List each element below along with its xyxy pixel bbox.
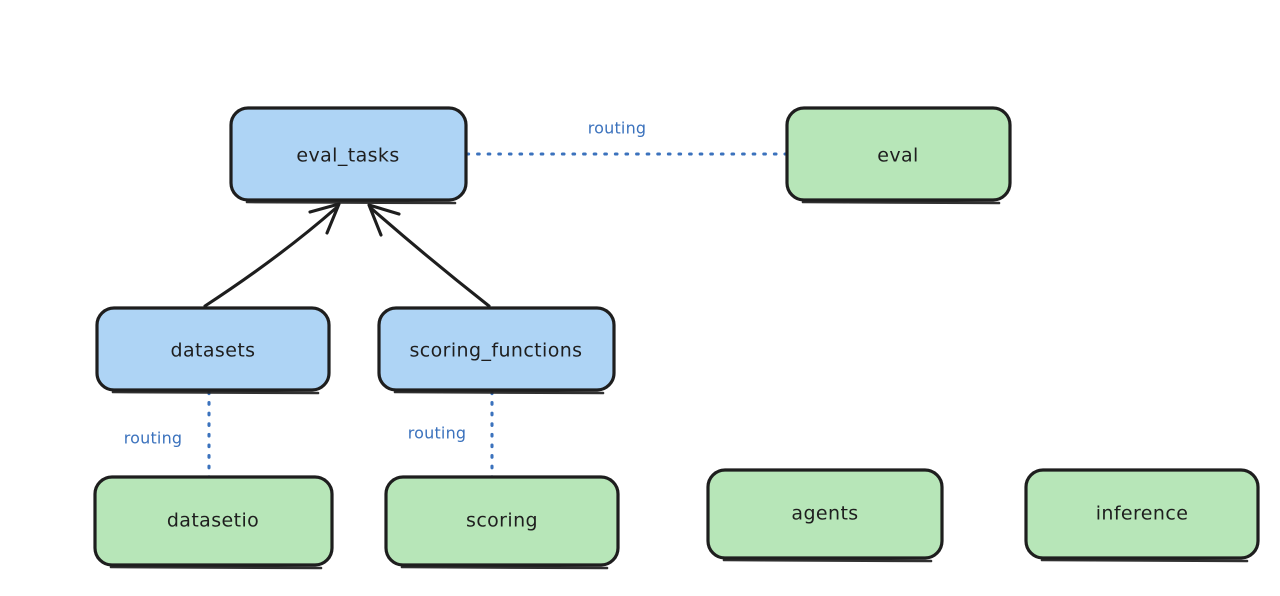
node-inference-shadow — [1040, 558, 1249, 563]
node-eval-shadow — [801, 200, 1001, 205]
node-datasetio-shadow — [109, 565, 323, 570]
edge-datasetio-to-eval-arrowhead — [871, 84, 887, 104]
node-inference-box — [1024, 468, 1260, 560]
node-datasets-shadow — [111, 390, 320, 395]
edge-layer — [203, 84, 1148, 479]
edge-scoring-functions-to-eval-tasks-arrowhead — [367, 203, 401, 237]
node-scoring-label: scoring — [466, 510, 538, 532]
node-datasets-box — [95, 306, 331, 392]
edge-agents-to-eval-arrowhead — [876, 203, 897, 227]
node-datasetio-label: datasetio — [167, 510, 259, 532]
node-scoring-functions-shadow — [393, 390, 605, 395]
node-scoring-functions[interactable]: scoring_functions — [377, 306, 616, 395]
node-scoring-functions-label: scoring_functions — [410, 340, 583, 362]
node-datasetio-box — [93, 475, 334, 567]
edge-inference-to-eval-path — [915, 209, 1148, 468]
node-scoring-box — [384, 475, 620, 567]
node-agents[interactable]: agents — [706, 468, 944, 563]
edge-label-routing-left: routing — [124, 429, 183, 448]
node-eval-box — [785, 106, 1012, 202]
edge-agents-to-eval-path — [828, 208, 885, 468]
node-eval[interactable]: eval — [785, 106, 1012, 205]
edge-scoring-functions-to-eval-tasks[interactable] — [367, 203, 491, 308]
node-datasets[interactable]: datasets — [95, 306, 331, 395]
node-agents-box — [706, 468, 944, 560]
edge-label-routing-top: routing — [588, 119, 647, 138]
edge-scoring-functions-to-eval-tasks-path — [370, 207, 491, 308]
edge-datasets-to-eval-tasks-path — [203, 206, 338, 308]
edge-datasets-to-eval-tasks-arrowhead — [308, 202, 341, 235]
edge-inference-to-eval[interactable] — [911, 205, 1148, 468]
node-layer: eval_tasks eval datasets scoring_functio… — [93, 106, 1260, 570]
node-eval-tasks[interactable]: eval_tasks — [229, 106, 468, 205]
node-eval-label: eval — [877, 145, 918, 167]
edge-agents-to-eval[interactable] — [828, 203, 897, 468]
node-inference[interactable]: inference — [1024, 468, 1260, 563]
node-scoring-functions-box — [377, 306, 616, 392]
node-eval-tasks-shadow — [245, 200, 457, 205]
node-eval-tasks-box — [229, 106, 468, 202]
node-scoring[interactable]: scoring — [384, 475, 620, 570]
edge-inference-to-eval-arrowhead — [911, 205, 934, 228]
node-datasets-label: datasets — [171, 340, 256, 362]
node-agents-shadow — [722, 558, 933, 563]
edge-datasets-to-eval-tasks[interactable] — [203, 202, 341, 308]
edge-label-layer: routing routing routing — [124, 119, 647, 448]
node-agents-label: agents — [791, 503, 858, 525]
edge-label-routing-middle: routing — [408, 424, 467, 443]
node-eval-tasks-label: eval_tasks — [296, 145, 399, 167]
node-datasetio[interactable]: datasetio — [93, 475, 334, 570]
node-scoring-shadow — [400, 565, 609, 570]
edge-scoring-to-eval-arrowhead — [840, 204, 862, 225]
node-inference-label: inference — [1096, 503, 1189, 525]
